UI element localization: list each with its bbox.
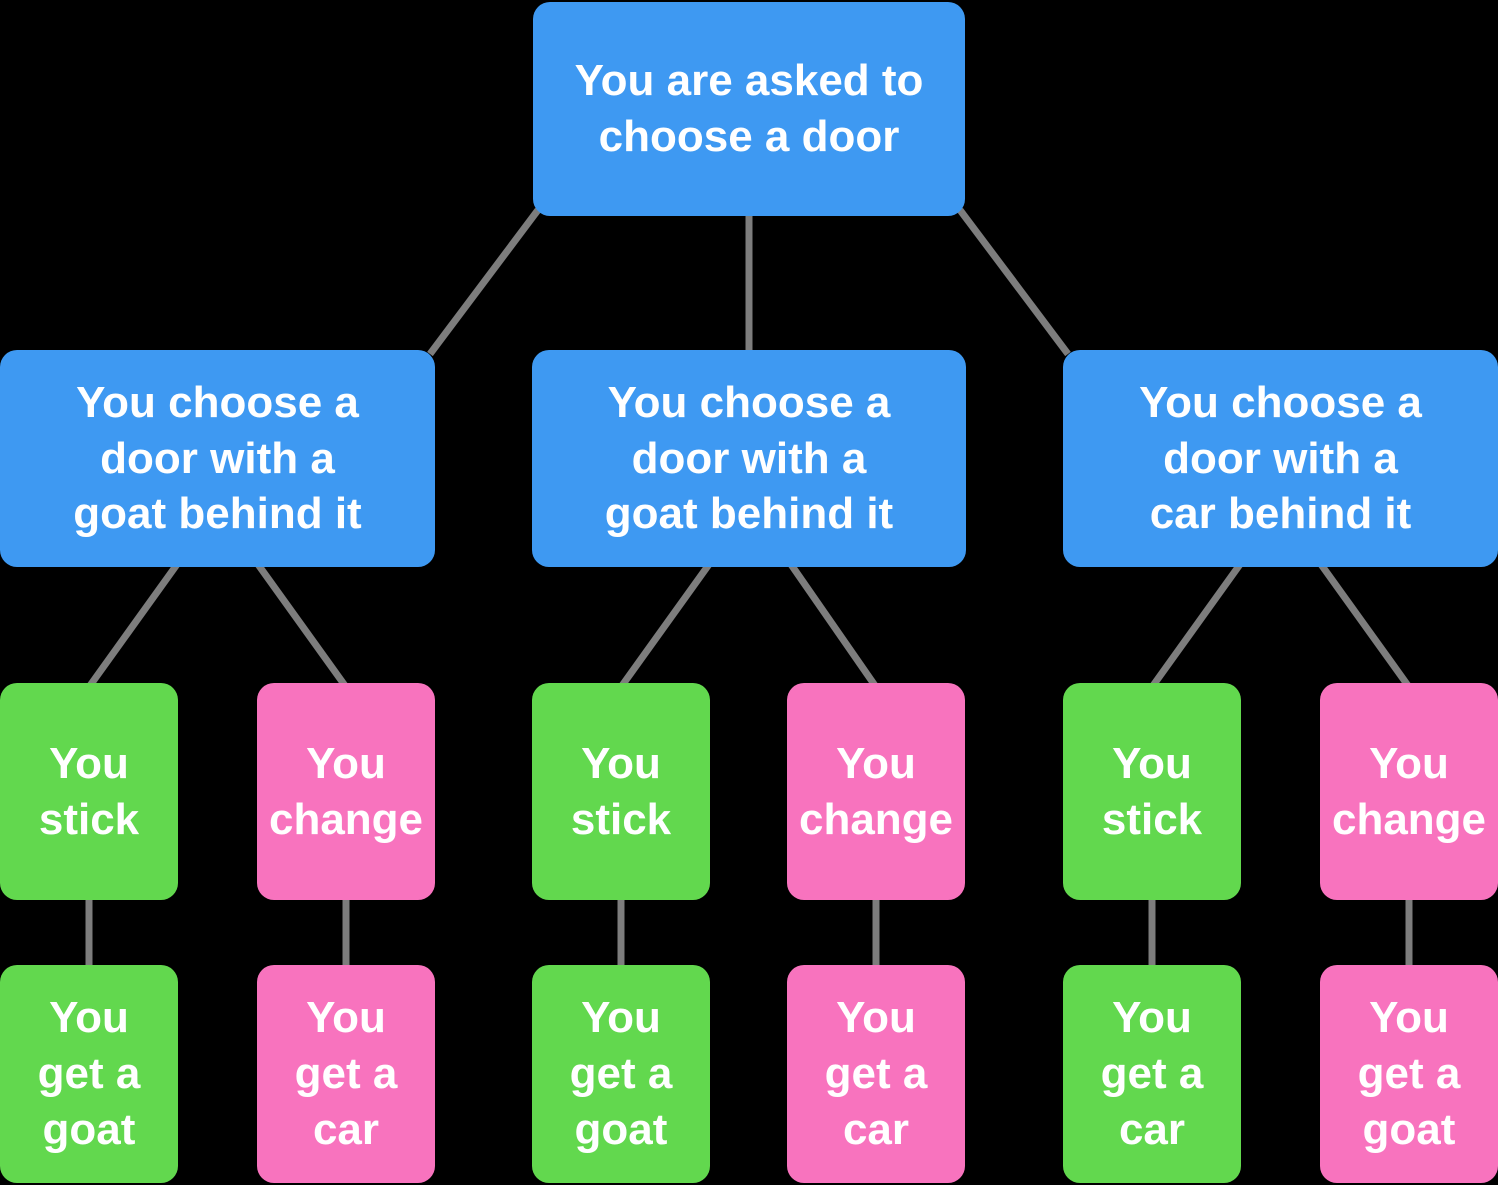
connector-root-to-choice-0 [427,207,541,357]
node-outcome-2-change-goat: You get a goat [1320,965,1498,1183]
node-choice-2-car: You choose a door with a car behind it [1063,350,1498,567]
node-action-2-change: You change [1320,683,1498,900]
connector-choice-0-to-change [254,560,349,690]
node-outcome-0-change-car: You get a car [257,965,435,1183]
node-choice-1-goat: You choose a door with a goat behind it [532,350,966,567]
connector-choice-1-to-stick [618,560,713,690]
connector-choice-1-to-change [787,561,879,689]
node-action-0-stick: You stick [0,683,178,900]
node-action-1-change: You change [787,683,965,900]
node-outcome-2-stick-car: You get a car [1063,965,1241,1183]
connector-choice-0-to-stick [86,560,181,690]
node-outcome-1-stick-goat: You get a goat [532,965,710,1183]
node-outcome-1-change-car: You get a car [787,965,965,1183]
node-action-2-stick: You stick [1063,683,1241,900]
connector-choice-2-to-stick [1149,560,1244,690]
connector-choice-2-to-change [1317,560,1412,690]
node-action-0-change: You change [257,683,435,900]
connector-root-to-choice-2 [957,207,1071,357]
node-choice-0-goat: You choose a door with a goat behind it [0,350,435,567]
node-root: You are asked to choose a door [533,2,965,216]
node-outcome-0-stick-goat: You get a goat [0,965,178,1183]
node-action-1-stick: You stick [532,683,710,900]
